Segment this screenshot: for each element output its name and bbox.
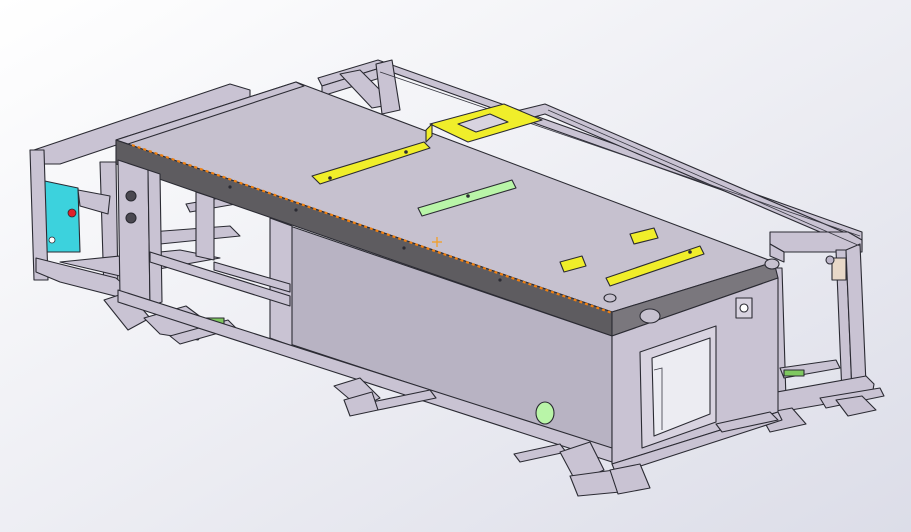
edge-line (547, 109, 861, 247)
cable-port[interactable] (535, 401, 555, 425)
frame-member[interactable] (195, 191, 215, 261)
frame-member[interactable] (375, 59, 401, 115)
end-plate-hole (67, 208, 77, 218)
yellow-block-1[interactable] (559, 255, 587, 273)
frame-member[interactable] (559, 441, 605, 483)
origin-marker-icon (432, 237, 442, 247)
bracket-bolt (404, 150, 408, 154)
yellow-bracket-2[interactable] (605, 245, 705, 287)
edge-line (653, 367, 663, 430)
green-tab-right[interactable] (783, 369, 805, 377)
lift-post-front[interactable] (639, 308, 661, 324)
yellow-bracket-1[interactable] (311, 141, 431, 185)
rail-hole (228, 185, 232, 189)
yellow-block-2[interactable] (629, 227, 659, 245)
frame-member[interactable] (769, 243, 785, 263)
rail-hole (498, 278, 502, 282)
top-brackets[interactable] (311, 103, 705, 287)
rail-hole (402, 246, 406, 250)
frame-member[interactable] (343, 391, 379, 417)
lift-post-side[interactable] (764, 258, 780, 270)
bracket-bolt (688, 250, 692, 254)
end-window-opening[interactable] (651, 337, 711, 437)
bracket-bolt (466, 194, 470, 198)
frame-member[interactable] (147, 169, 163, 307)
end-plate-bolt (48, 236, 56, 244)
frame-member[interactable] (29, 149, 49, 281)
rear-bolt (825, 255, 835, 265)
frame-member[interactable] (77, 189, 111, 215)
post-hole-2 (125, 212, 137, 224)
rail-hole (294, 208, 298, 212)
frame-member[interactable] (609, 463, 651, 495)
frame-member[interactable] (425, 123, 433, 143)
frame-member[interactable] (715, 411, 779, 433)
green-bracket-1[interactable] (417, 179, 517, 217)
bracket-bolt (328, 176, 332, 180)
frame-member[interactable] (149, 251, 291, 307)
selected-edge-highlight (131, 143, 613, 315)
edge-line (379, 71, 861, 237)
frame-member[interactable] (117, 159, 151, 307)
yellow-frame-hole (457, 113, 509, 133)
frame-member[interactable] (213, 261, 291, 293)
lift-post-rear[interactable] (603, 293, 617, 303)
post-hole-1 (125, 190, 137, 202)
connector-pin (739, 303, 749, 313)
rear-end-plate[interactable] (831, 257, 847, 281)
frame-member[interactable] (835, 395, 877, 417)
enclosure-body[interactable] (115, 81, 783, 497)
